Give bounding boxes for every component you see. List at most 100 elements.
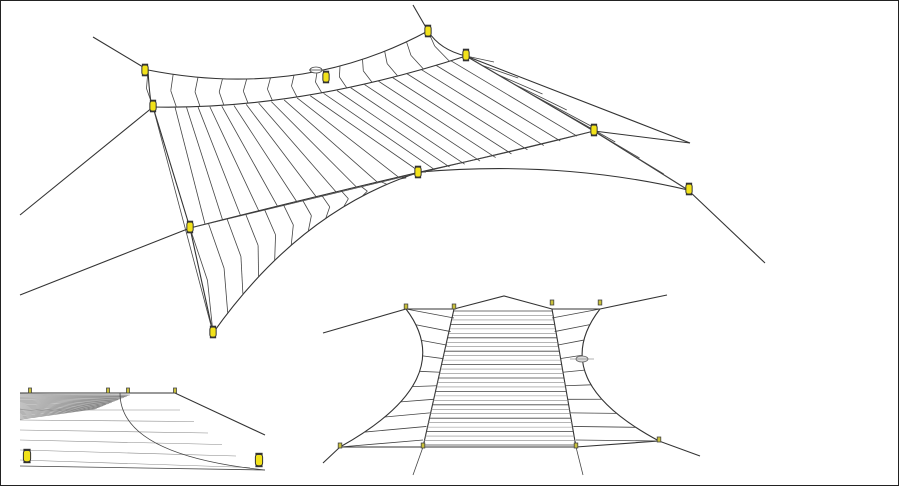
web-line [208,223,225,269]
mesh-line [364,84,481,162]
mesh-line [19,419,195,422]
bottom-left-side-view [19,387,266,471]
web-line [405,308,455,319]
mesh-line [421,69,544,146]
mesh-line [19,459,251,468]
mesh-line [450,60,578,137]
web-line [481,64,519,79]
web-line [290,224,294,246]
mesh-line [19,401,114,407]
mesh-line [258,102,337,193]
web-line [321,195,331,208]
mesh-line [19,400,117,405]
groundrope [212,171,421,334]
web-line [419,370,441,373]
mesh-line [19,404,107,412]
web-line [421,339,448,346]
float-buoy-icon [573,442,579,449]
mesh-line [19,402,111,409]
float-buoy-icon [149,99,157,113]
mesh-line [323,92,435,171]
web-line [364,426,427,433]
mesh-line [245,104,317,197]
bottom-edge-line [322,440,701,464]
web-line [386,63,398,77]
mesh-line [19,394,129,396]
net-bottom-edge [189,168,689,229]
mesh-line [19,407,99,418]
float-buoy-icon [106,387,110,394]
web-line [384,51,388,64]
net-left-edge [152,106,191,229]
web-line [434,45,450,62]
web-line [274,234,276,261]
top-edge-line [406,295,600,310]
mesh-line [310,95,421,173]
web-line [267,77,271,90]
float-buoy-icon [414,165,422,179]
float-buoy-icon [173,387,177,394]
mesh-line [19,393,131,396]
web-line [223,268,229,314]
web-line [573,426,636,428]
web-line [264,209,276,236]
float-buoy-icon [322,70,330,84]
side-bottom-line [19,465,266,471]
mesh-line [19,403,110,410]
mesh-line [378,80,496,158]
web-line [152,106,214,334]
float-buoy-icon [549,299,555,306]
net-mesh [423,310,576,446]
mesh-line [209,106,260,211]
web-line [170,74,174,91]
mesh-line [350,87,465,165]
float-buoy-icon [126,387,130,394]
web-line [226,218,242,257]
web-line [362,59,364,71]
web-line [497,74,543,95]
float-buoy-icon [420,442,426,449]
web-line [575,439,660,442]
web-line [189,130,595,229]
mesh-line [19,399,119,404]
web-line [422,355,444,360]
web-line [400,398,434,403]
net-web [339,308,660,448]
web-line [325,206,331,219]
mesh-line [19,403,108,411]
web-line [267,88,273,101]
tail-line [412,446,424,476]
float-buoy-icon [462,48,470,62]
web-line [513,83,567,111]
mesh-line [19,449,237,457]
mesh-line [19,400,116,406]
float-buoy-icon [685,182,693,196]
float-buoy-icon [28,387,32,394]
mesh-line [233,105,297,202]
web-line [291,85,298,98]
float-buoy-icon [186,220,194,234]
web-line [384,412,430,418]
web-line [339,76,348,89]
depressor-icon [570,355,594,363]
web-line [551,308,601,319]
web-line [194,77,199,92]
web-line [570,412,617,414]
web-line [339,439,424,448]
warp-line [465,55,691,144]
mesh-line [19,397,125,399]
side-curve [119,392,266,471]
web-line [315,81,323,94]
mesh-line [197,106,241,216]
headline-outer [147,30,429,80]
float-buoy-icon [254,452,264,468]
web-line [189,227,208,281]
tail-line [575,446,584,476]
web-line [465,55,495,63]
mesh-line [19,398,122,401]
mesh-line [392,77,512,155]
bottom-right-top-view [322,294,701,476]
warp-line [687,189,766,264]
float-buoy-icon [451,303,457,310]
